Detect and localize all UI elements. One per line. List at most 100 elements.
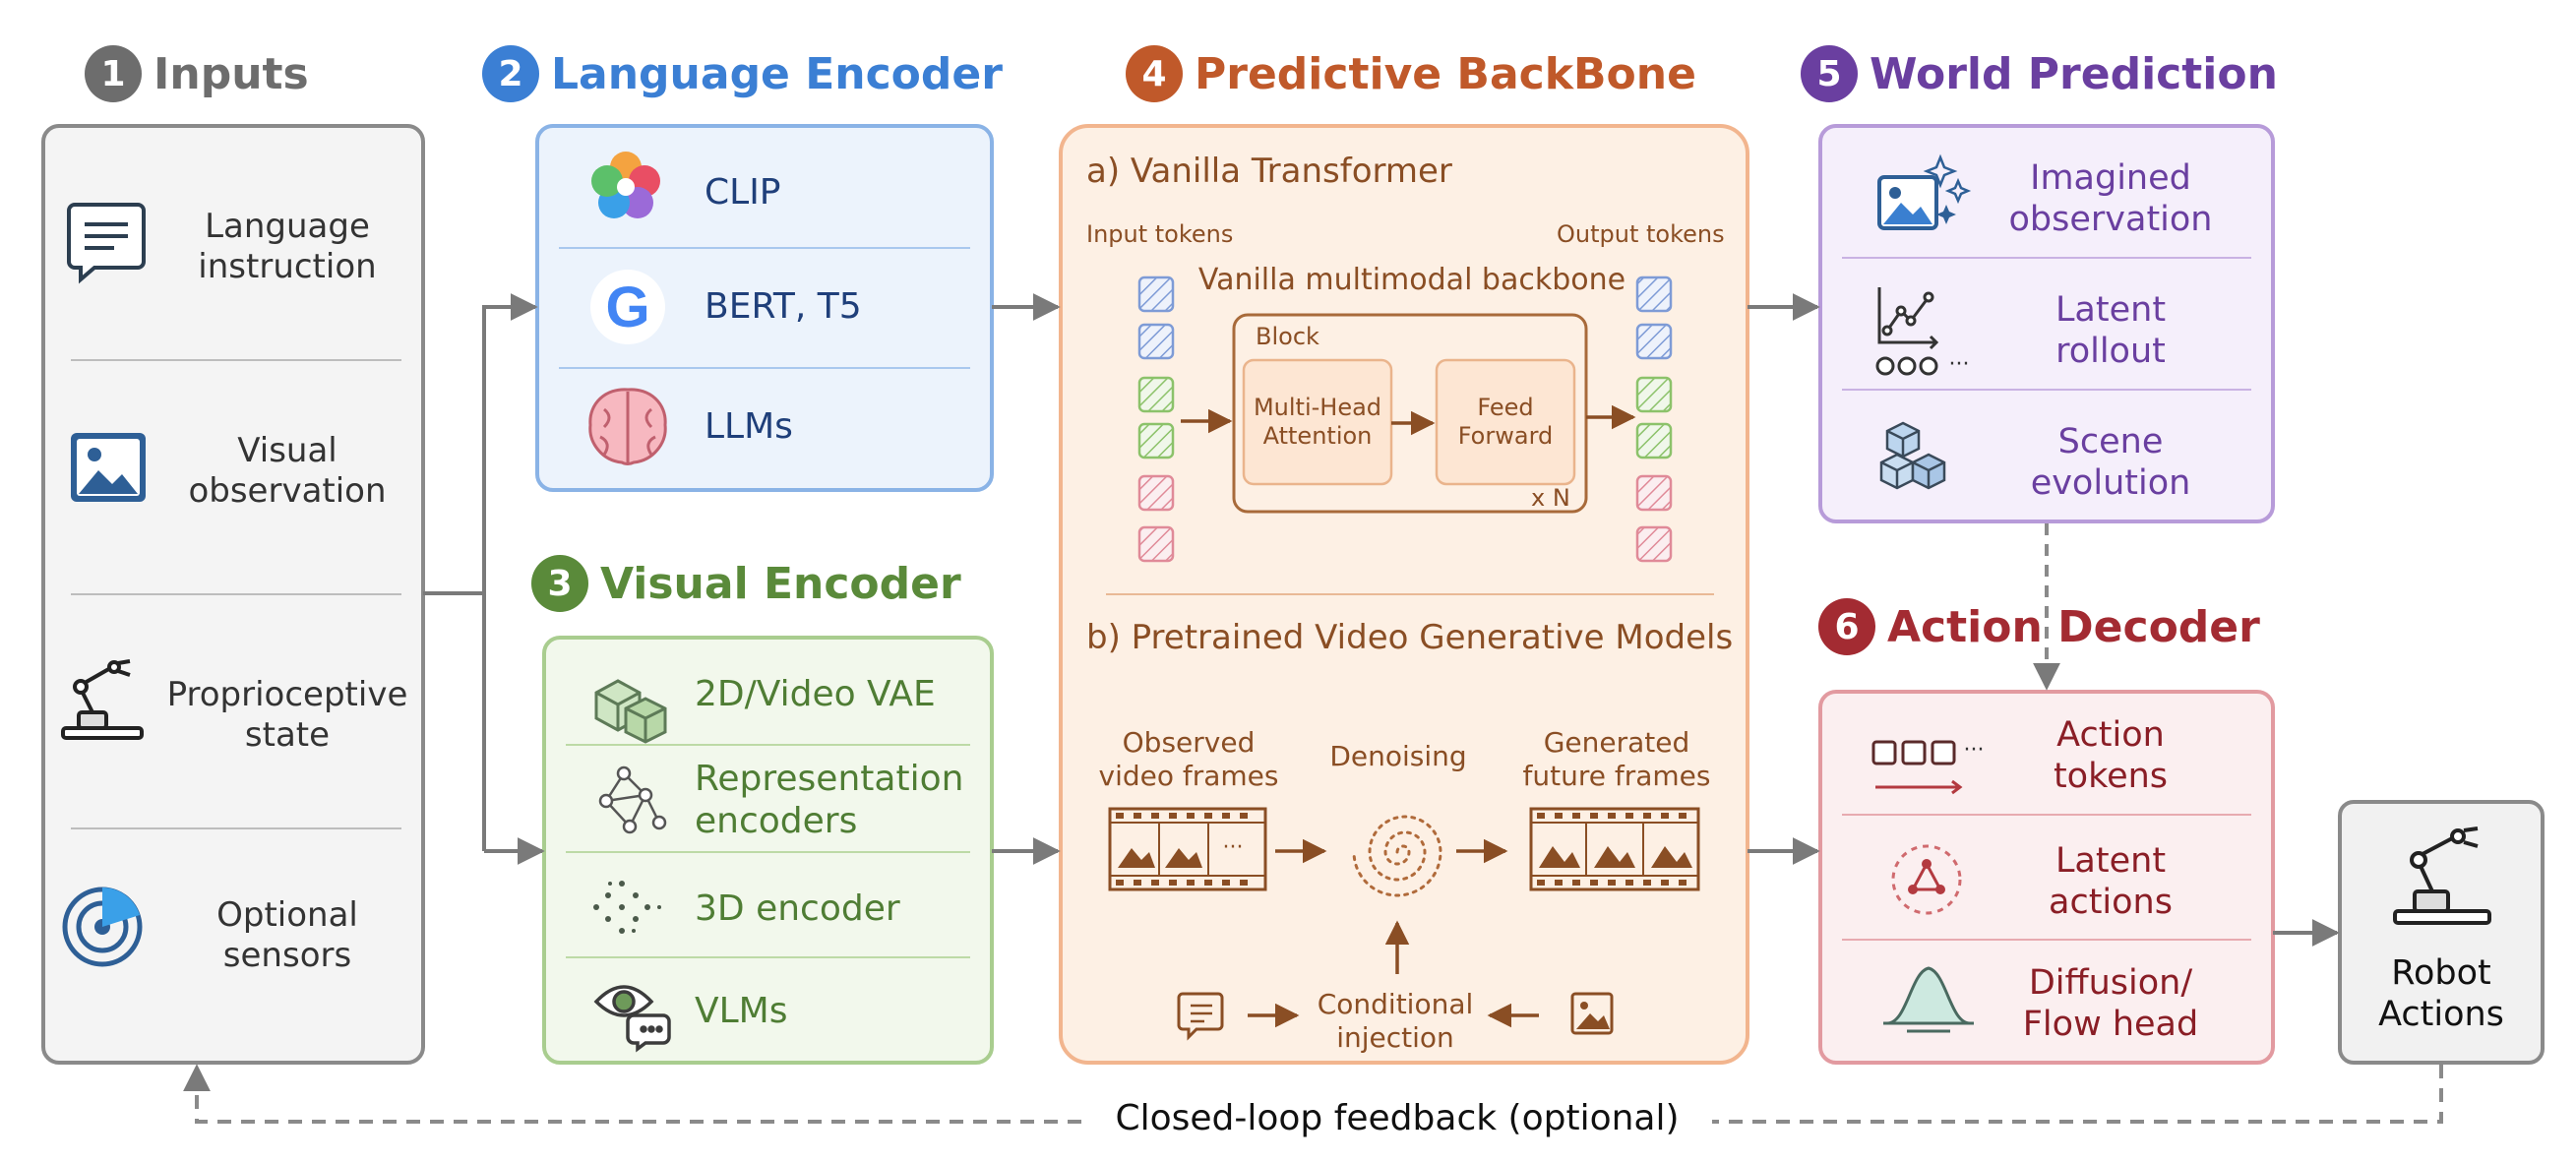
- input-label-sensors: Optional sensors: [216, 895, 358, 975]
- visual-encoder-title: Visual Encoder: [600, 558, 961, 609]
- conditional-text-icon: [1177, 992, 1224, 1041]
- inputs-title: Inputs: [153, 48, 309, 99]
- language-item-bert: BERT, T5: [705, 286, 862, 328]
- output-token: [1635, 474, 1673, 512]
- input-tokens-label: Input tokens: [1086, 220, 1234, 248]
- visual-dividers: [566, 744, 970, 958]
- sparkle-image-icon: [1877, 153, 1972, 230]
- action-item-diffusion: Diffusion/ Flow head: [2022, 963, 2199, 1044]
- brain-icon: [588, 388, 667, 465]
- feedback-loop: [183, 1064, 2443, 1124]
- world-rollout-dots: ···: [1948, 351, 1970, 377]
- repeat-label: x N: [1531, 484, 1570, 512]
- action-step-number: 6: [1818, 598, 1875, 655]
- vanilla-transformer-title: a) Vanilla Transformer: [1086, 152, 1452, 191]
- network-icon: [598, 765, 667, 834]
- ffn-box: [1435, 358, 1576, 486]
- svg-text:G: G: [605, 275, 649, 339]
- output-token: [1635, 275, 1673, 313]
- robot-arm-icon: [2393, 826, 2491, 925]
- visual-encoder-header: 3 Visual Encoder: [531, 555, 961, 612]
- google-icon: G: [590, 270, 665, 344]
- action-token-dots: ···: [1963, 737, 1985, 763]
- video-models-title: b) Pretrained Video Generative Models: [1086, 618, 1734, 657]
- output-token: [1635, 525, 1673, 563]
- world-item-scene-evolution: Scene evolution: [2030, 422, 2191, 503]
- visual-item-vae: 2D/Video VAE: [695, 674, 936, 715]
- output-tokens-label: Output tokens: [1557, 220, 1725, 248]
- world-item-imagined: Imagined observation: [2008, 158, 2213, 239]
- world-dividers: [1842, 257, 2251, 391]
- robot-arm-icon: [61, 659, 144, 740]
- world-item-latent-rollout: Latent rollout: [2055, 290, 2167, 371]
- input-label-proprioceptive: Proprioceptive state: [166, 675, 408, 755]
- point-cloud-icon: [593, 881, 661, 934]
- token-row-icon: [1871, 740, 1963, 795]
- radar-icon: [62, 887, 143, 967]
- transformer-arrows: [1181, 404, 1636, 436]
- language-encoder-header: 2 Language Encoder: [482, 45, 1003, 102]
- cubes-icon: [594, 679, 667, 744]
- chat-icon: [67, 203, 146, 284]
- world-prediction-title: World Prediction: [1870, 48, 2278, 99]
- visual-item-vlms: VLMs: [695, 991, 788, 1032]
- generated-filmstrip: [1529, 807, 1700, 891]
- backbone-title: Predictive BackBone: [1195, 48, 1696, 99]
- closed-loop-feedback-label: Closed-loop feedback (optional): [1082, 1092, 1712, 1143]
- conditional-image-icon: [1570, 992, 1614, 1035]
- inputs-dividers: [71, 359, 401, 829]
- visual-item-representation: Representation encoders: [695, 758, 964, 841]
- backbone-header: 4 Predictive BackBone: [1126, 45, 1696, 102]
- world-prediction-header: 5 World Prediction: [1801, 45, 2278, 102]
- eye-chat-icon: [593, 985, 671, 1053]
- action-decoder-header: 6 Action Decoder: [1818, 598, 2260, 655]
- robot-actions-panel: [2338, 800, 2545, 1065]
- world-step-number: 5: [1801, 45, 1858, 102]
- input-label-visual: Visual observation: [188, 431, 387, 511]
- input-token: [1137, 525, 1175, 563]
- output-token-column: [1635, 275, 1673, 563]
- action-decoder-title: Action Decoder: [1887, 601, 2260, 652]
- robot-actions-label: Robot Actions: [2378, 953, 2504, 1034]
- transformer-block: [1232, 313, 1588, 514]
- backbone-step-number: 4: [1126, 45, 1183, 102]
- input-token: [1137, 275, 1175, 313]
- visual-step-number: 3: [531, 555, 588, 612]
- language-encoder-title: Language Encoder: [551, 48, 1003, 99]
- cycle-icon: [1891, 844, 1962, 915]
- output-token: [1635, 323, 1673, 360]
- attention-label: Multi-Head Attention: [1253, 394, 1382, 450]
- language-item-clip: CLIP: [705, 172, 781, 214]
- line-chart-icon: [1875, 287, 1939, 376]
- action-dividers: [1842, 814, 2251, 941]
- language-step-number: 2: [482, 45, 539, 102]
- language-item-llms: LLMs: [705, 406, 793, 448]
- action-item-tokens: Action tokens: [2053, 715, 2169, 796]
- input-token: [1137, 474, 1175, 512]
- ffn-label: Feed Forward: [1457, 394, 1554, 450]
- block-label: Block: [1256, 323, 1319, 350]
- flower-icon: [591, 152, 660, 218]
- main-connectors: [423, 293, 2340, 947]
- language-dividers: [559, 247, 970, 369]
- generated-frames-label: Generated future frames: [1522, 726, 1711, 792]
- blocks-icon: [1879, 421, 1946, 490]
- output-token: [1635, 422, 1673, 459]
- image-icon: [71, 433, 146, 502]
- input-token: [1137, 323, 1175, 360]
- bell-curve-icon: [1883, 966, 1974, 1033]
- inputs-header: 1 Inputs: [85, 45, 309, 102]
- input-label-language: Language instruction: [198, 207, 377, 286]
- visual-item-3d: 3D encoder: [695, 888, 900, 930]
- observed-ellipsis: ···: [1222, 834, 1244, 860]
- input-token-column: [1137, 275, 1175, 563]
- denoising-label: Denoising: [1329, 740, 1467, 773]
- vanilla-backbone-label: Vanilla multimodal backbone: [1197, 263, 1626, 297]
- observed-frames-label: Observed video frames: [1098, 726, 1279, 792]
- action-item-latent: Latent actions: [2049, 841, 2173, 922]
- conditional-injection-label: Conditional injection: [1317, 988, 1474, 1054]
- observed-filmstrip: [1108, 807, 1267, 891]
- denoising-spiral-icon: [1352, 815, 1442, 897]
